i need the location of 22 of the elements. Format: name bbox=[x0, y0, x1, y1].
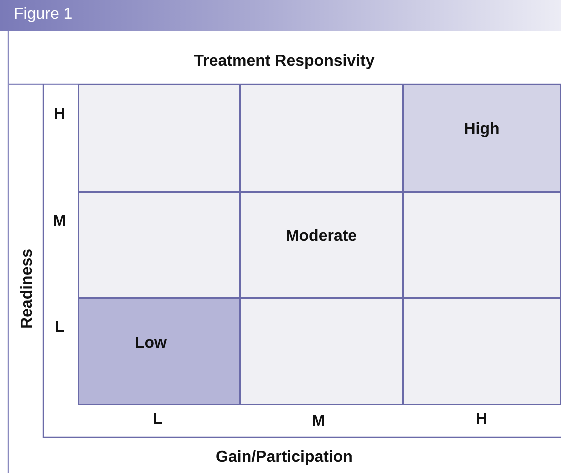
axis-title: Gain/Participation bbox=[215, 449, 354, 467]
grid-cell bbox=[240, 192, 403, 298]
grid-cell bbox=[240, 298, 403, 405]
chart-title: Treatment Responsivity bbox=[193, 53, 376, 71]
grid-cell bbox=[78, 192, 240, 298]
axis-tick-label: L bbox=[153, 411, 163, 429]
axis-tick-label: L bbox=[55, 319, 65, 337]
axis-tick-label: M bbox=[53, 213, 66, 231]
axis-title: Readiness bbox=[19, 248, 38, 330]
grid-cell bbox=[403, 298, 561, 405]
axis-tick-label: H bbox=[476, 411, 488, 429]
grid-cell bbox=[78, 298, 240, 405]
grid-cell bbox=[403, 84, 561, 192]
level-label: Moderate bbox=[286, 228, 358, 246]
grid-cell bbox=[403, 192, 561, 298]
level-label: High bbox=[464, 121, 500, 139]
axis-tick-label: H bbox=[54, 106, 66, 124]
grid-cell bbox=[240, 84, 403, 192]
figure-label: Figure 1 bbox=[14, 6, 73, 24]
level-label: Low bbox=[135, 334, 167, 352]
axis-tick-label: M bbox=[312, 413, 326, 431]
grid-cell bbox=[78, 84, 240, 192]
